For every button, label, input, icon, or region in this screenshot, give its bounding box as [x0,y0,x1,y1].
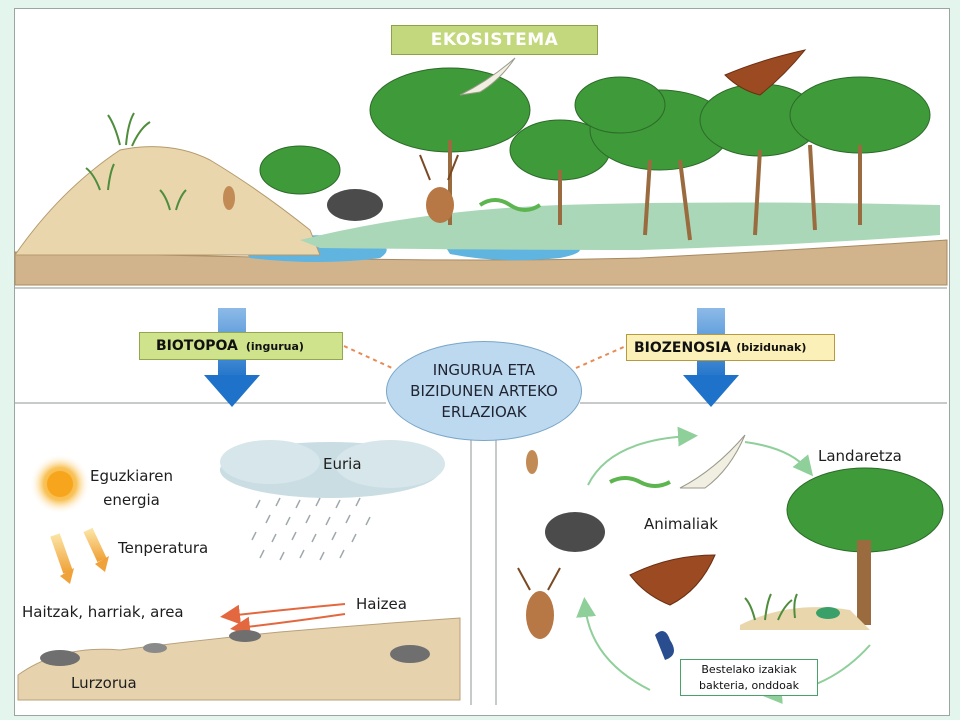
tree-icon [740,467,944,630]
small-bird-2-icon [526,450,538,474]
temperature-arrows [50,527,109,584]
snake-2-icon [609,476,671,488]
rain-label: Euria [323,455,362,473]
relations-oval: INGURUA ETA BIZIDUNEN ARTEKO ERLAZIOAK [386,341,582,441]
snake-icon [478,198,542,212]
eagle-2-icon [629,554,716,606]
other-organisms-line-1: Bestelako izakiak [701,663,797,676]
biozenosia-label: BIOZENOSIA [634,339,732,356]
soil-label: Lurzorua [71,674,137,692]
temperature-label: Tenperatura [118,539,209,557]
boar-icon [327,189,383,221]
cloud-icon [220,440,445,498]
other-organisms-line-2: bakteria, onddoak [699,679,799,692]
plants-label: Landaretza [818,447,902,465]
sun-energy-line-1: Eguzkiaren [90,467,173,485]
sun-energy-label: Eguzkiaren energia [90,464,173,512]
ground-rocks [17,617,461,701]
biotopoa-sub: (ingurua) [245,339,304,353]
deer-icon [419,154,459,223]
rocks-label: Haitzak, harriak, area [22,603,184,621]
ecosystem-title: EKOSISTEMA [391,25,598,55]
wind-arrows [220,603,346,637]
relations-line-3: ERLAZIOAK [441,402,527,421]
gull-2-icon [679,434,746,489]
deer-2-icon [517,567,561,639]
boar-2-icon [545,512,605,552]
biozenosia-box: BIOZENOSIA (bizidunak) [626,334,835,361]
relations-line-2: BIZIDUNEN ARTEKO [410,381,558,400]
wind-label: Haizea [356,595,407,613]
biozenosia-sub: (bizidunak) [736,341,807,354]
animals-label: Animaliak [644,515,718,533]
eagle-icon [724,49,807,96]
sun-energy-line-2: energia [103,491,160,509]
gull-icon [459,57,516,96]
other-organisms-box: Bestelako izakiak bakteria, onddoak [680,659,818,696]
relations-line-1: INGURUA ETA [432,360,536,379]
rain-drops [251,497,371,561]
ecosystem-scene [14,49,948,286]
biotopoa-label: BIOTOPOA [156,338,238,354]
biotopoa-box: BIOTOPOA (ingurua) [139,332,343,360]
small-bird-icon [223,186,235,210]
magpie-icon [655,631,674,660]
